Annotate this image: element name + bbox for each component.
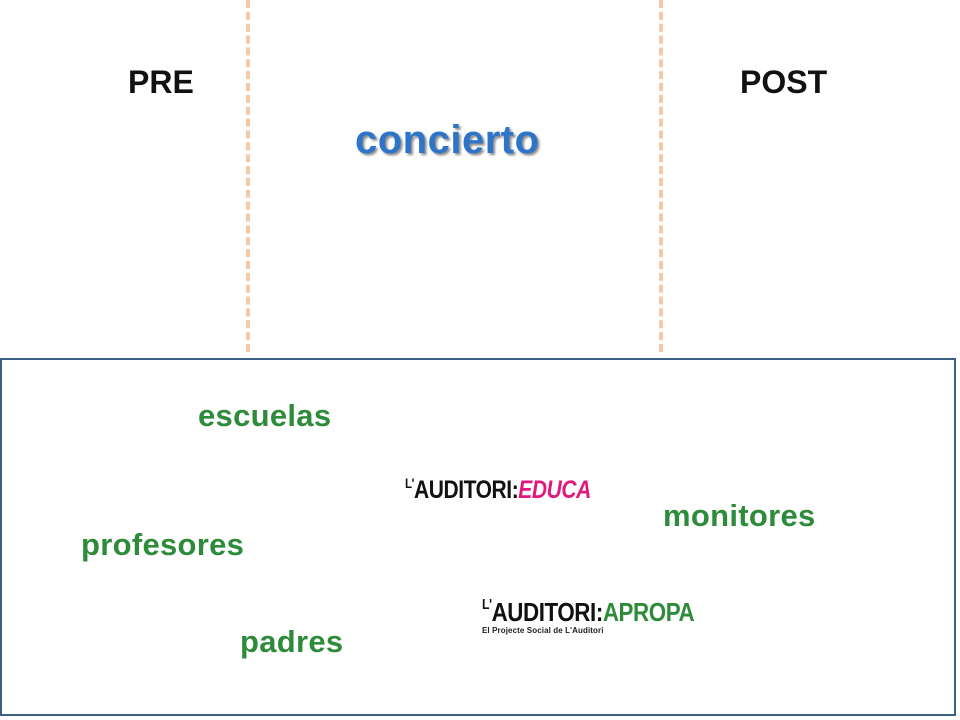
logo-educa-brand: AUDITORI — [413, 476, 512, 504]
divider-concert-post — [659, 0, 663, 352]
logo-educa-prefix: L' — [405, 476, 414, 491]
audience-parents: padres — [240, 624, 344, 659]
logo-educa-separator: : — [511, 476, 519, 504]
phase-label-pre: PRE — [128, 64, 194, 100]
phase-label-concert: concierto — [355, 118, 540, 162]
audience-monitors: monitores — [663, 498, 816, 533]
logo-educa-suffix: EDUCA — [518, 476, 591, 504]
logo-apropa-separator: : — [595, 597, 603, 627]
audience-schools: escuelas — [198, 398, 332, 433]
auditori-apropa-logo: L'AUDITORI:APROPA El Projecte Social de … — [482, 597, 729, 635]
divider-pre-concert — [246, 0, 250, 352]
logo-apropa-suffix: APROPA — [602, 597, 695, 627]
logo-apropa-prefix: L' — [482, 597, 492, 613]
logo-apropa-tagline: El Projecte Social de L'Auditori — [482, 626, 604, 635]
audience-panel — [0, 358, 956, 716]
logo-apropa-brand: AUDITORI — [491, 597, 597, 627]
audience-teachers: profesores — [81, 527, 245, 562]
phase-label-post: POST — [740, 64, 828, 100]
auditori-educa-logo: L'AUDITORI:EDUCA — [405, 476, 591, 505]
